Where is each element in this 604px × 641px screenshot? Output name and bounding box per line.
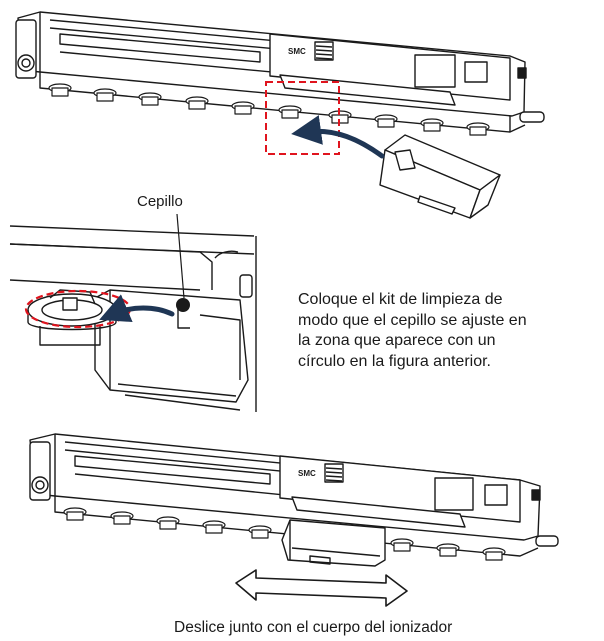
instruction-line: Coloque el kit de limpieza de (298, 291, 503, 308)
slide-caption: Deslice junto con el cuerpo del ionizado… (174, 619, 453, 636)
closeup-figure (9, 225, 257, 412)
brush-leader-line (176, 213, 185, 299)
instruction-text: Coloque el kit de limpieza de modo que e… (298, 290, 598, 372)
arrow-curved-icon (291, 115, 385, 159)
ionizer-bar-top (15, 11, 545, 136)
ionizer-bar-bottom (29, 433, 559, 567)
instruction-line: modo que el cepillo se ajuste en (298, 311, 527, 329)
brush-dot (176, 298, 190, 312)
logo-text-bottom: SMC (298, 469, 316, 478)
cleaning-kit-top (379, 134, 501, 219)
instruction-line: la zona que aparece con un (298, 332, 496, 349)
arrow-curved-icon-2 (99, 294, 175, 323)
instruction-line: círculo en la figura anterior. (298, 352, 491, 370)
brush-label: Cepillo (137, 193, 183, 210)
highlight-rect-icon (265, 81, 340, 155)
logo-text-top: SMC (288, 47, 306, 56)
double-arrow-icon (235, 569, 408, 607)
